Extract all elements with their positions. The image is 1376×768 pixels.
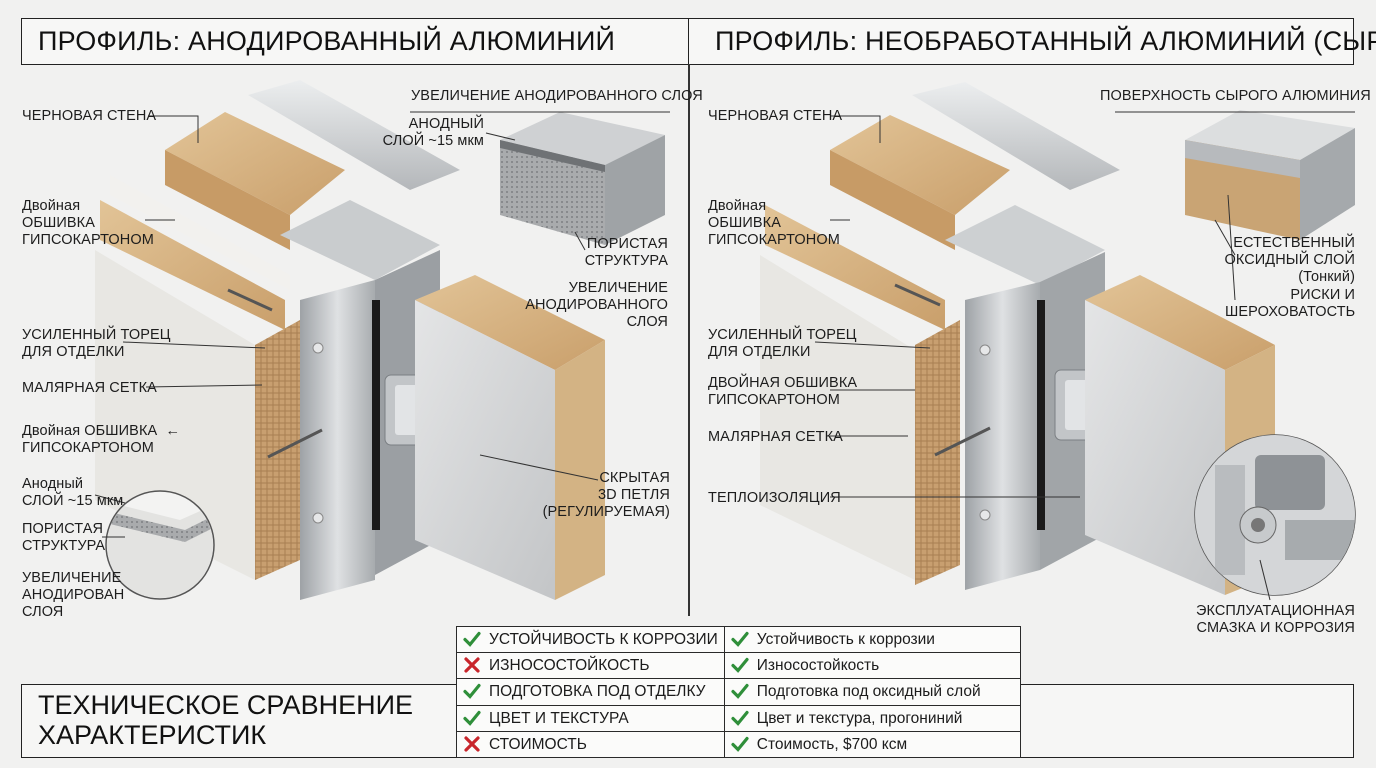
check-icon — [731, 630, 749, 648]
label-double-drywall-mid-right: ДВОЙНАЯ ОБШИВКА ГИПСОКАРТОНОМ — [708, 375, 858, 408]
label-magnify-mid: УВЕЛИЧЕНИЕ АНОДИРОВАННОГО СЛОЯ — [525, 280, 668, 330]
table-cell-raw: Стоимость, $700 ксм — [723, 730, 1021, 758]
comparison-table: УСТОЙЧИВОСТЬ К КОРРОЗИИ Устойчивость к к… — [456, 625, 1021, 758]
label-porous-left: ПОРИСТАЯ СТРУКТУРА — [22, 521, 106, 554]
label-paint-mesh-left: МАЛЯРНАЯ СЕТКА — [22, 380, 157, 396]
table-cell-anodized: СТОИМОСТЬ — [456, 730, 725, 758]
check-icon — [731, 709, 749, 727]
check-icon — [731, 735, 749, 753]
check-icon — [731, 656, 749, 674]
table-row: ПОДГОТОВКА ПОД ОТДЕЛКУ Подготовка под ок… — [456, 678, 1021, 706]
label-double-drywall-right: Двойная ОБШИВКА ГИПСОКАРТОНОМ — [708, 198, 840, 248]
check-icon — [731, 682, 749, 700]
label-double-drywall-bottom-left: Двойная ОБШИВКА ← ГИПСОКАРТОНОМ — [22, 423, 181, 456]
label-reinforced-edge-left: УСИЛЕННЫЙ ТОРЕЦ ДЛЯ ОТДЕЛКИ — [22, 327, 171, 360]
label-insulation-right: ТЕПЛОИЗОЛЯЦИЯ — [708, 490, 841, 506]
table-row: СТОИМОСТЬ Стоимость, $700 ксм — [456, 730, 1021, 758]
table-row: УСТОЙЧИВОСТЬ К КОРРОЗИИ Устойчивость к к… — [456, 625, 1021, 654]
label-lubrication: ЭКСПЛУАТАЦИОННАЯ СМАЗКА И КОРРОЗИЯ — [1195, 603, 1355, 636]
label-anodic-layer-top: АНОДНЫЙ СЛОЙ ~15 мкм — [382, 116, 484, 149]
label-magnify-top: УВЕЛИЧЕНИЕ АНОДИРОВАННОГО СЛОЯ — [411, 88, 703, 104]
check-icon — [463, 682, 481, 700]
label-anodic-layer-left: Анодный СЛОЙ ~15 мкм — [22, 476, 124, 509]
label-porous-top: ПОРИСТАЯ СТРУКТУРА — [584, 236, 668, 269]
table-cell-raw: Цвет и текстура, прогониний — [723, 704, 1021, 732]
label-reinforced-edge-right: УСИЛЕННЫЙ ТОРЕЦ ДЛЯ ОТДЕЛКИ — [708, 327, 857, 360]
table-cell-anodized: ЦВЕТ И ТЕКСТУРА — [456, 704, 725, 732]
label-rough-wall-right: ЧЕРНОВАЯ СТЕНА — [708, 108, 843, 124]
cross-icon — [463, 656, 481, 674]
center-divider — [688, 64, 690, 616]
label-raw-surface: ПОВЕРХНОСТЬ СЫРОГО АЛЮМИНИЯ — [1100, 88, 1371, 104]
table-cell-raw: Устойчивость к коррозии — [723, 625, 1021, 654]
label-rough-wall-left: ЧЕРНОВАЯ СТЕНА — [22, 108, 157, 124]
label-hidden-hinge: СКРЫТАЯ 3D ПЕТЛЯ (РЕГУЛИРУЕМАЯ) — [542, 470, 670, 520]
check-icon — [463, 709, 481, 727]
table-cell-raw: Подготовка под оксидный слой — [723, 678, 1021, 706]
table-row: ИЗНОСОСТОЙКОСТЬ Износостойкость — [456, 652, 1021, 680]
check-icon — [463, 630, 481, 648]
label-natural-oxide: ЕСТЕСТВЕННЫЙ ОКСИДНЫЙ СЛОЙ (Тонкий) — [1224, 235, 1355, 285]
table-row: ЦВЕТ И ТЕКСТУРА Цвет и текстура, прогони… — [456, 704, 1021, 732]
table-cell-anodized: ПОДГОТОВКА ПОД ОТДЕЛКУ — [456, 678, 725, 706]
label-magnify-bottom-left: УВЕЛИЧЕНИЕ АНОДИРОВАН СЛОЯ — [22, 570, 125, 620]
header-anodized: ПРОФИЛЬ: АНОДИРОВАННЫЙ АЛЮМИНИЙ — [21, 18, 689, 65]
table-cell-anodized: УСТОЙЧИВОСТЬ К КОРРОЗИИ — [456, 625, 725, 654]
cross-icon — [463, 735, 481, 753]
header-raw: ПРОФИЛЬ: НЕОБРАБОТАННЫЙ АЛЮМИНИЙ (СЫРОЙ) — [688, 18, 1376, 65]
anodized-corner-illustration — [95, 80, 665, 600]
table-cell-raw: Износостойкость — [723, 652, 1021, 680]
comparison-title: ТЕХНИЧЕСКОЕ СРАВНЕНИЕ ХАРАКТЕРИСТИК — [38, 690, 413, 750]
raw-corner-illustration — [760, 82, 1356, 596]
label-scratches: РИСКИ И ШЕРОХОВАТОСТЬ — [1225, 287, 1356, 320]
label-double-drywall-left: Двойная ОБШИВКА ГИПСОКАРТОНОМ — [22, 198, 154, 248]
table-cell-anodized: ИЗНОСОСТОЙКОСТЬ — [456, 652, 725, 680]
label-paint-mesh-right: МАЛЯРНАЯ СЕТКА — [708, 429, 843, 445]
